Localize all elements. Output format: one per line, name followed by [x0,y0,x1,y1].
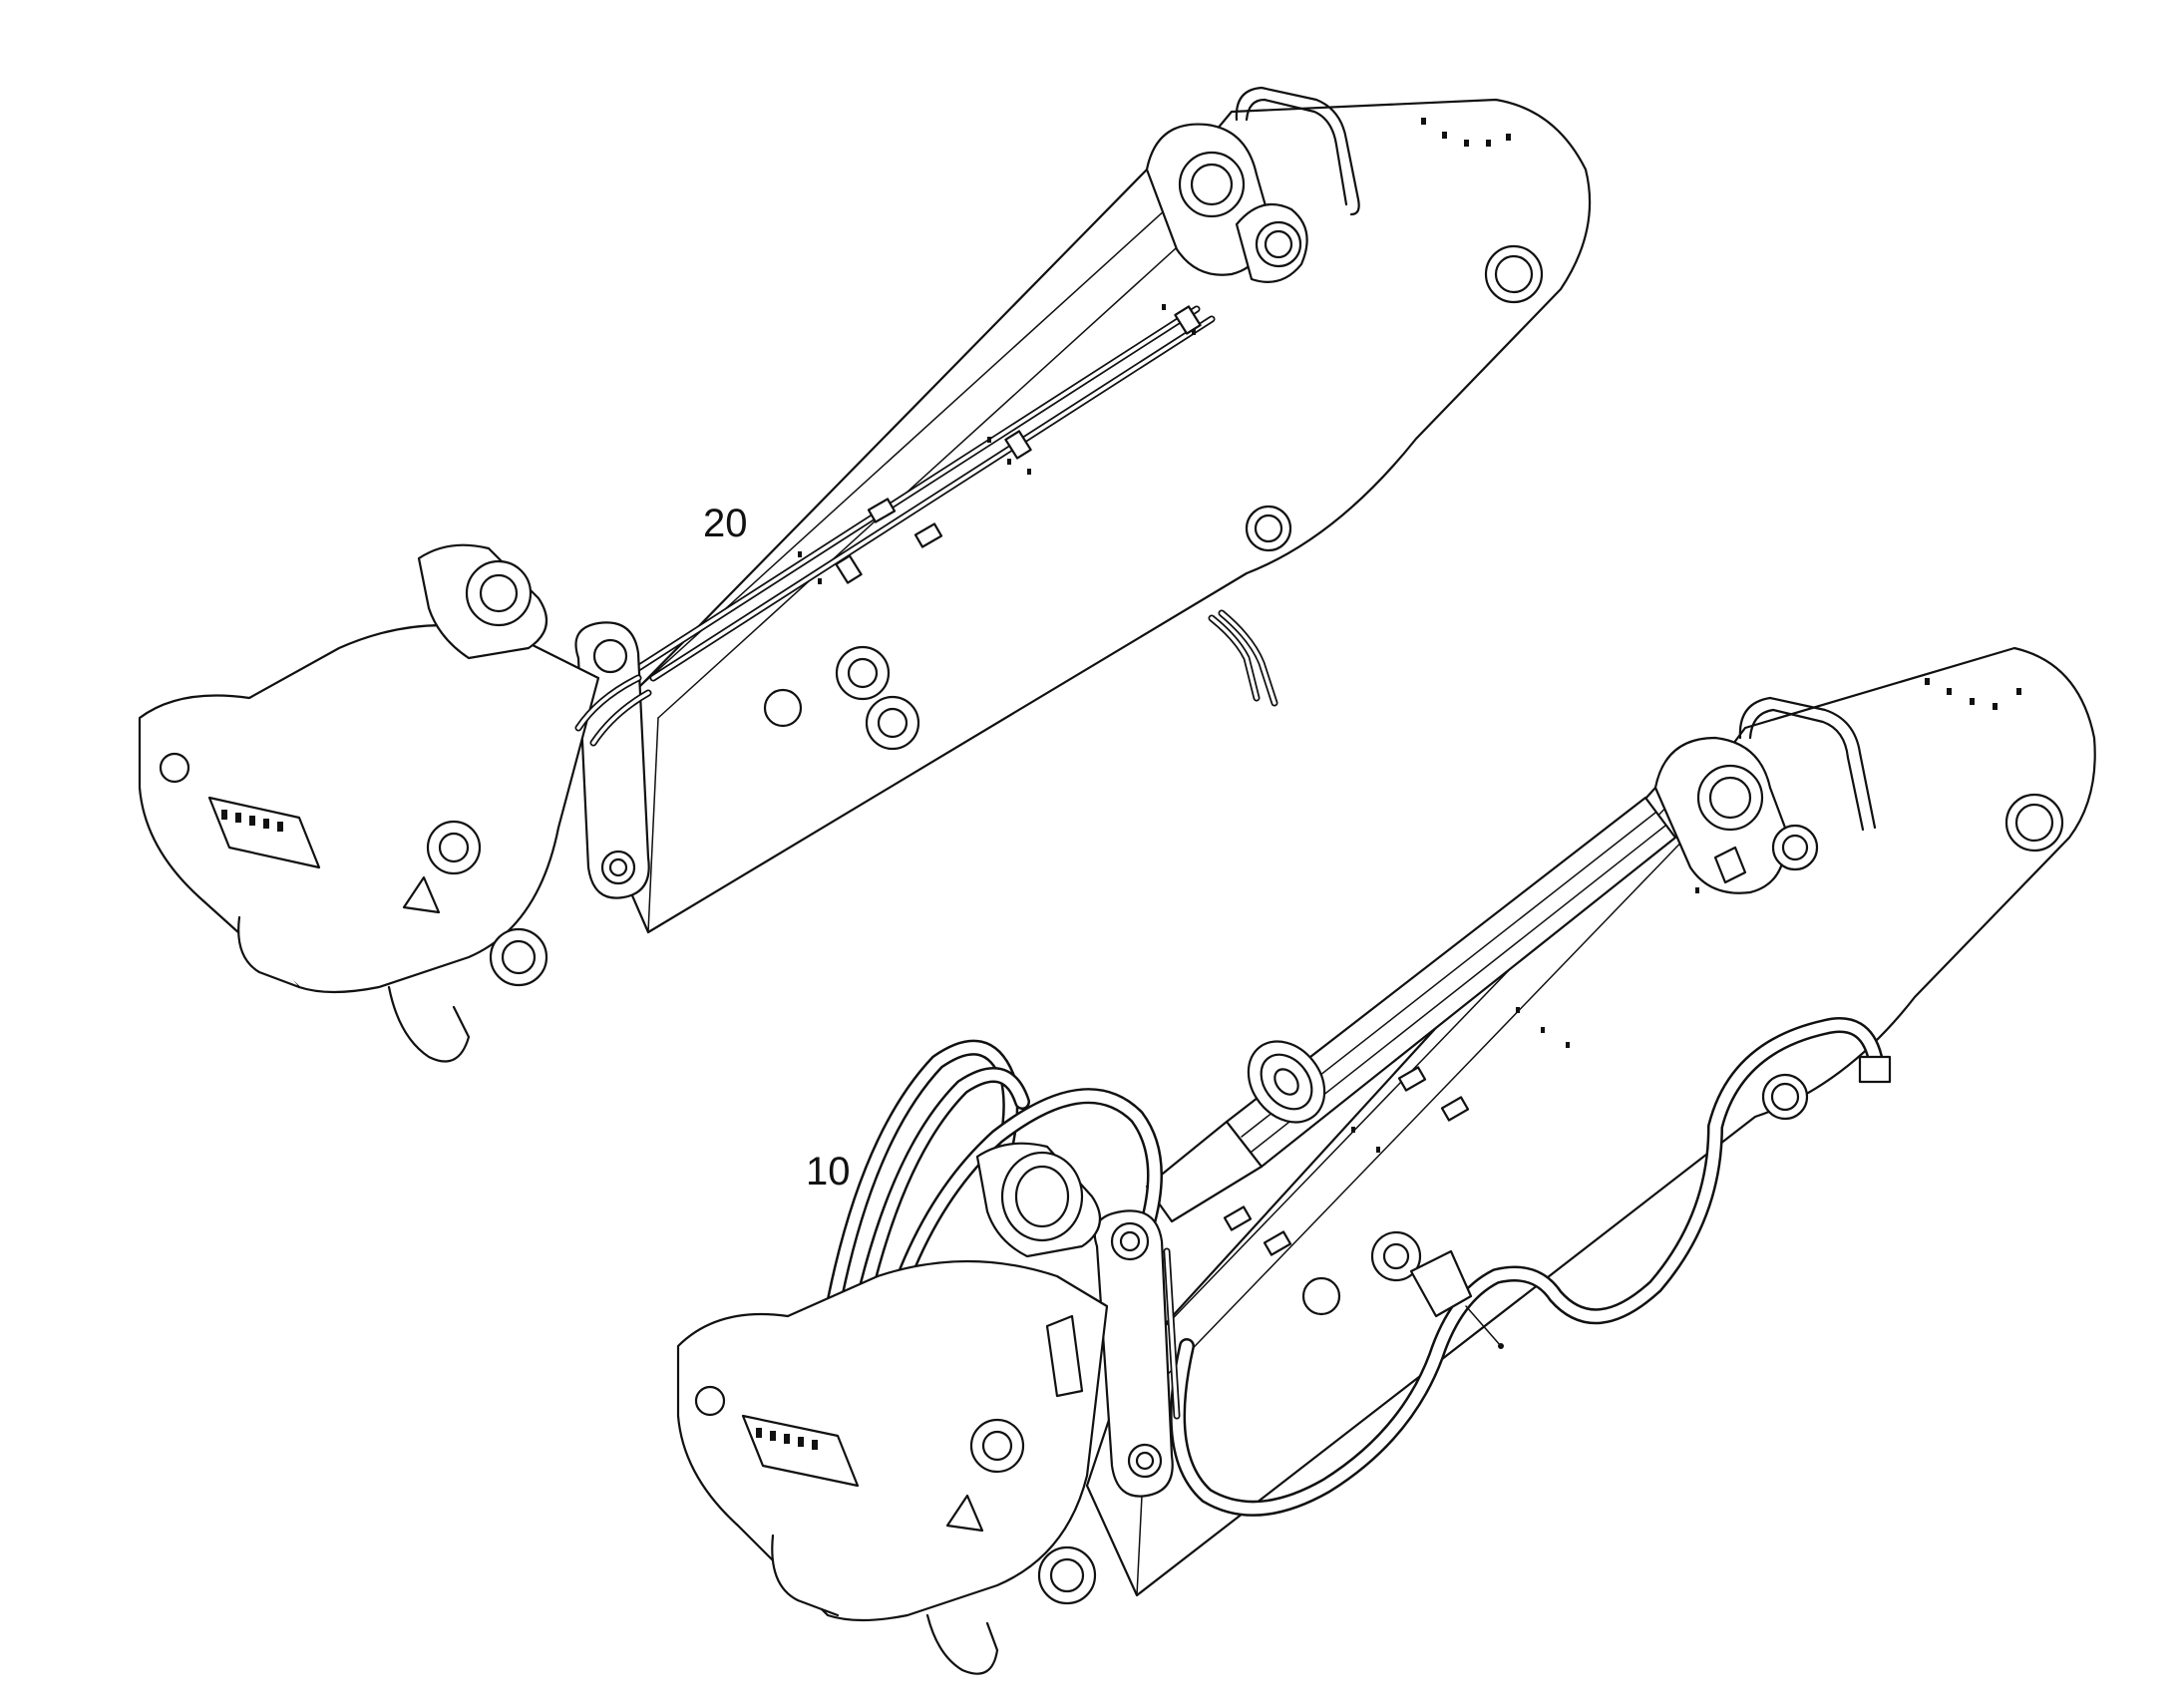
coupler-hook-lower [925,1613,999,1675]
coupler-hook-upper [387,985,471,1063]
stick-assembly-upper [138,86,1592,1063]
stick-assembly-lower [676,646,2096,1675]
lifting-eye-upper [1235,86,1360,216]
rocker-link-lower [1093,1209,1174,1498]
callout-10: 10 [806,1150,851,1194]
quick-coupler-lower [676,1259,1109,1622]
side-pad-upper-a [763,688,803,728]
valve-block [1409,1249,1473,1318]
quick-coupler-upper [138,624,600,994]
callout-20: 20 [703,502,748,545]
